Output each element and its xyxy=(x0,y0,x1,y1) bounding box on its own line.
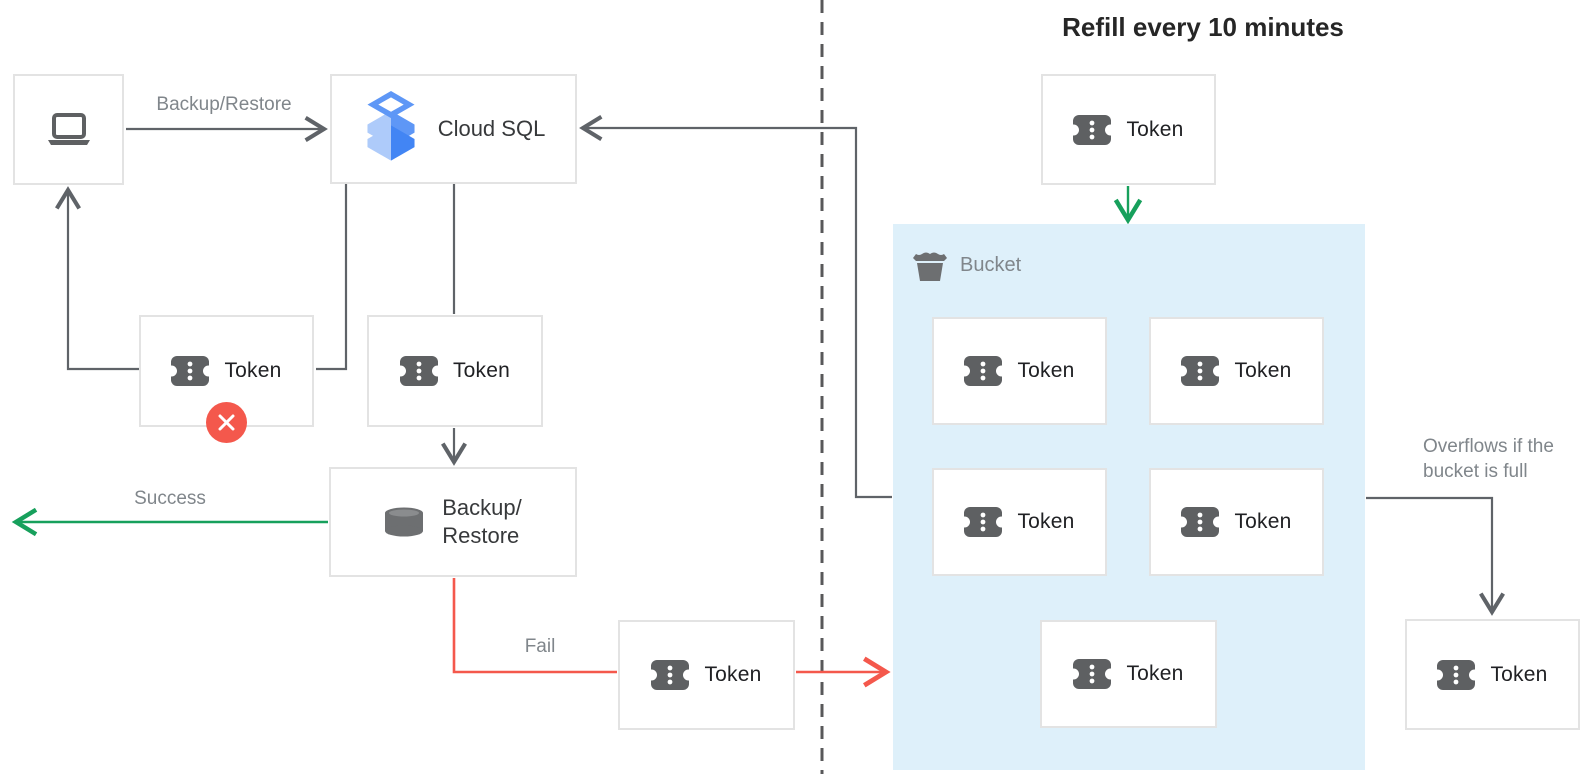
bucket-token-4: Token xyxy=(1149,468,1324,576)
token-box-refill: Token xyxy=(1041,74,1216,185)
token-label: Token xyxy=(1234,359,1292,382)
bucket-token-2: Token xyxy=(1149,317,1324,425)
bucket-icon xyxy=(913,252,947,281)
connector-rejected-token-to-laptop xyxy=(55,186,140,371)
overflow-label: Overflows if the bucket is full xyxy=(1423,434,1582,484)
database-icon xyxy=(385,507,424,537)
token-box-fail: Token xyxy=(618,620,795,730)
token-icon xyxy=(1181,507,1220,537)
connector-bucket-overflow xyxy=(1366,496,1505,616)
token-icon xyxy=(1073,114,1112,145)
token-icon xyxy=(1437,659,1476,690)
error-badge xyxy=(206,402,247,443)
token-icon xyxy=(651,660,690,690)
laptop-icon xyxy=(47,112,90,145)
bucket-header: Bucket xyxy=(912,250,1021,281)
token-icon xyxy=(1073,659,1112,689)
bucket-token-5: Token xyxy=(1040,620,1217,728)
cloud-sql-box: Cloud SQL xyxy=(330,74,577,184)
cloud-sql-label: Cloud SQL xyxy=(437,116,546,141)
token-label: Token xyxy=(1490,662,1548,686)
token-label: Token xyxy=(704,663,762,686)
fail-label: Fail xyxy=(524,636,556,657)
bucket-token-3: Token xyxy=(932,468,1107,576)
token-label: Token xyxy=(1017,510,1075,533)
connector-bucket-to-cloudsql xyxy=(579,115,892,499)
token-label: Token xyxy=(1234,510,1292,533)
token-box-overflow: Token xyxy=(1405,619,1580,730)
backup-restore-arrow-label: Backup/Restore xyxy=(156,94,292,115)
token-label: Token xyxy=(1017,359,1075,382)
connector-fail-to-token xyxy=(452,578,617,674)
token-label: Token xyxy=(224,359,282,382)
token-label: Token xyxy=(1126,662,1184,685)
connector-cloudsql-to-rejected-token xyxy=(316,184,348,371)
bucket-label: Bucket xyxy=(960,254,1022,276)
cloud-sql-icon xyxy=(367,91,415,161)
backup-restore-box: Backup/ Restore xyxy=(329,467,577,577)
x-icon xyxy=(218,414,235,431)
bucket-token-1: Token xyxy=(932,317,1107,425)
overflow-label-line2: bucket is full xyxy=(1423,461,1528,482)
token-icon xyxy=(171,356,210,386)
backup-restore-label-line2: Restore xyxy=(442,523,520,548)
success-label: Success xyxy=(134,488,206,509)
token-box-granted: Token xyxy=(367,315,543,427)
overflow-label-line1: Overflows if the xyxy=(1423,436,1554,457)
laptop-box xyxy=(13,74,124,185)
backup-restore-label: Backup/ Restore xyxy=(442,494,522,550)
token-icon xyxy=(964,507,1003,537)
token-icon xyxy=(399,356,438,386)
refill-title: Refill every 10 minutes xyxy=(1062,12,1344,42)
backup-restore-label-line1: Backup/ xyxy=(442,495,522,520)
token-label: Token xyxy=(1126,117,1184,141)
token-icon xyxy=(1181,356,1220,386)
token-label: Token xyxy=(452,359,511,382)
token-icon xyxy=(964,356,1003,386)
